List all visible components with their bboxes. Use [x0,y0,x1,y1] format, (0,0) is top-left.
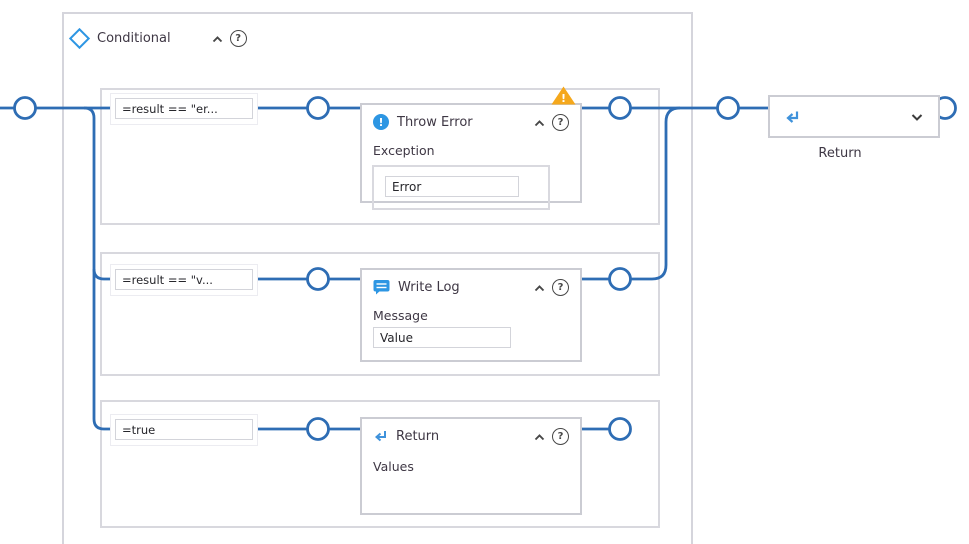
branch-row-3[interactable] [100,400,660,528]
chevron-up-icon[interactable] [533,113,546,132]
condition-field-wrap-3 [110,414,258,446]
return-branch-title: Return [396,428,440,444]
throw-error-help-icon[interactable]: ? [552,113,569,131]
port-branch2-output[interactable] [608,267,632,291]
chevron-up-icon[interactable] [533,427,546,446]
chevron-down-icon[interactable] [910,107,924,126]
message-input[interactable] [373,327,511,348]
node-return-final[interactable] [768,95,940,138]
port-branch3-output[interactable] [608,417,632,441]
node-throw-error[interactable]: ! Throw Error ? Exception [360,103,582,210]
conditional-title: Conditional [97,30,171,46]
message-label: Message [373,308,428,323]
wire-branch-vertical [83,106,112,431]
return-branch-help-icon[interactable]: ? [552,427,569,445]
conditional-container[interactable] [62,12,693,544]
wire-branch2-merge [258,106,681,281]
values-label: Values [373,459,414,474]
condition-field-wrap-2 [110,264,258,296]
branch-row-2[interactable] [100,252,660,376]
port-merge-output[interactable] [716,96,740,120]
branch-row-1[interactable] [100,88,660,225]
node-write-log[interactable]: Write Log ? Message [360,268,582,362]
return-branch-header: Return ? [362,419,580,445]
throw-error-header: ! Throw Error ? [362,105,580,131]
collapse-chevron-up-icon[interactable] [211,29,224,48]
warning-glyph: ! [561,92,566,105]
chevron-up-icon[interactable] [533,278,546,297]
port-branch2-condition[interactable] [306,267,330,291]
port-branch3-condition[interactable] [306,417,330,441]
wire-branch2-hook [92,268,112,281]
port-branch1-output[interactable] [608,96,632,120]
condition-input-2[interactable] [115,269,253,290]
write-log-help-icon[interactable]: ? [552,278,569,296]
write-log-header: Write Log ? [362,270,580,296]
conditional-help-icon[interactable]: ? [229,29,247,47]
exception-input[interactable] [385,176,519,197]
node-return-branch[interactable]: Return ? Values [360,417,582,515]
return-final-caption: Return [818,146,862,161]
conditional-header: Conditional ? [68,27,247,49]
write-log-icon [373,280,390,295]
throw-error-icon: ! [373,114,389,130]
condition-input-1[interactable] [115,98,253,119]
write-log-title: Write Log [398,279,460,295]
exception-label: Exception [373,143,435,158]
throw-error-title: Throw Error [397,114,473,130]
exception-group [372,165,550,210]
condition-field-wrap-1 [110,93,258,125]
conditional-diamond-icon [68,27,91,49]
port-branch1-condition[interactable] [306,96,330,120]
warning-icon[interactable]: ! [550,85,577,106]
return-arrow-icon [786,111,799,123]
condition-input-3[interactable] [115,419,253,440]
port-flow-input[interactable] [13,96,37,120]
return-arrow-icon [374,431,386,442]
